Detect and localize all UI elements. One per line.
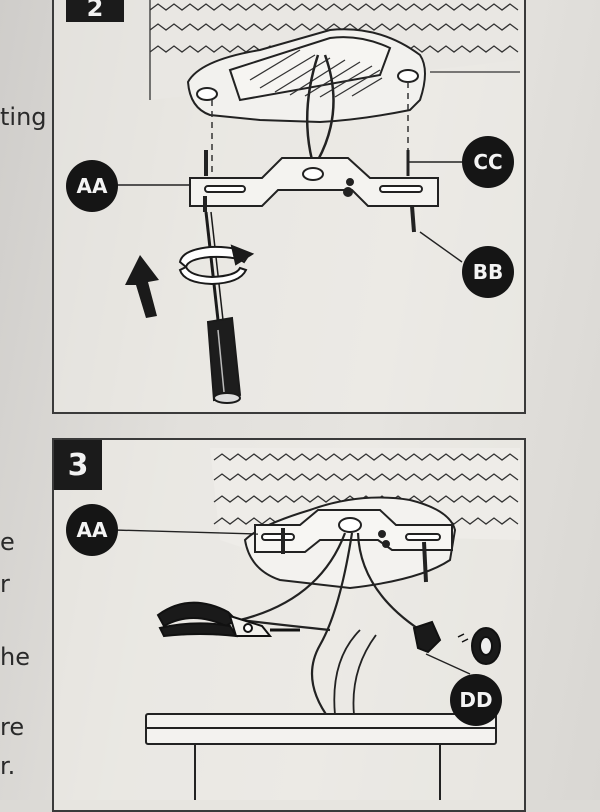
screw-bb	[410, 205, 416, 233]
mounting-bracket	[189, 157, 439, 207]
wires	[305, 54, 335, 161]
wires-3	[239, 532, 421, 721]
wire-nut-icon	[412, 620, 501, 665]
step-3-illustration	[113, 448, 520, 800]
table	[145, 713, 497, 800]
side-text-2: e	[0, 528, 15, 556]
step-2-illustration	[114, 0, 520, 404]
callout-dd: DD	[450, 674, 502, 726]
screwdriver-icon	[204, 211, 242, 404]
screw-left	[203, 150, 208, 212]
callout-aa-step3: AA	[66, 504, 118, 556]
rotate-arrow-icon	[178, 244, 255, 286]
step-2-badge: 2	[66, 0, 124, 22]
side-text-5: re	[0, 713, 25, 741]
fixture-pole	[333, 629, 377, 716]
junction-box	[186, 28, 426, 124]
step-3-badge: 3	[54, 440, 102, 490]
side-text-4: he	[0, 643, 30, 671]
side-text-3: r	[0, 570, 10, 598]
callout-cc: CC	[462, 136, 514, 188]
callout-bb: BB	[462, 246, 514, 298]
callout-aa-step2: AA	[66, 160, 118, 212]
up-arrow-icon	[125, 255, 159, 318]
side-text-6: r.	[0, 752, 16, 780]
side-text-1: ting	[0, 103, 47, 131]
pliers-icon	[156, 601, 300, 638]
